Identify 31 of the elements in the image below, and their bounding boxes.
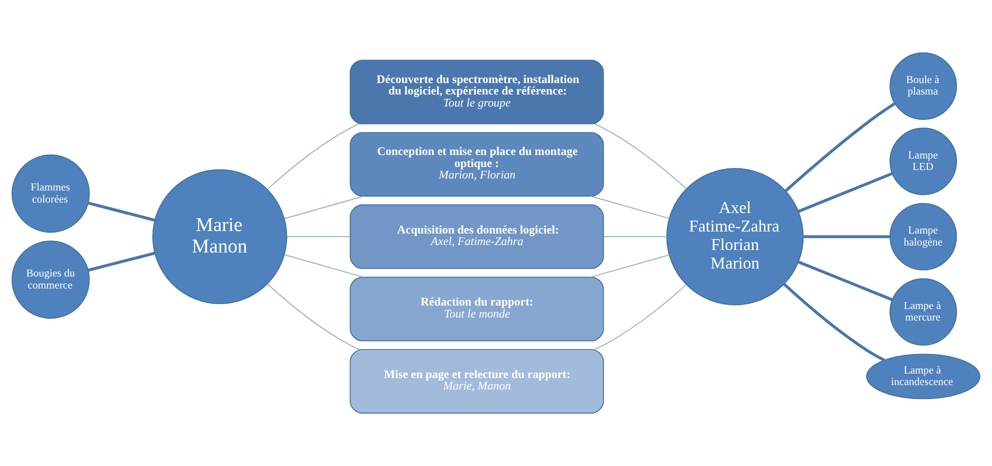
node-box: Conception et mise en place du montage optique : Marion, Florian [350,132,604,197]
connector [284,254,364,278]
node-box: Mise en page et relecture du rapport: Marie, Manon [350,349,604,414]
connector [286,236,351,238]
node-circle: Flammes colorées [12,154,90,233]
connector [784,102,896,192]
connector [603,236,668,238]
node-box: Acquisition des données logiciel: Axel, Fatime-Zahra [350,204,604,269]
connector [266,123,360,190]
node-circle: Lampe LED [890,128,957,196]
connector [266,283,360,350]
node-box: Découverte du spectromètre, installation du logiciel, expérience de référence: Tout le groupe [350,60,604,124]
node-circle: Boule à plasma [890,52,957,120]
connector [594,284,687,350]
connector [782,282,886,362]
connector [590,254,670,278]
connector [284,196,364,220]
connector [803,235,890,238]
connector [594,123,687,190]
node-circle: Bougies du commerce [12,240,90,319]
connector [88,202,155,222]
node-box: Rédaction du rapport: Tout le monde [350,276,604,342]
node-circle: Axel Fatime-Zahra Florian Marion [666,168,804,306]
connector [88,252,155,272]
node-circle: Lampe à mercure [890,278,957,346]
connector [798,260,893,302]
node-circle: Lampe halogène [890,202,957,270]
connector [798,172,893,213]
node-ellipse: Lampe à incandescence [866,354,980,400]
node-circle: Marie Manon [152,169,288,304]
connector [590,196,670,219]
